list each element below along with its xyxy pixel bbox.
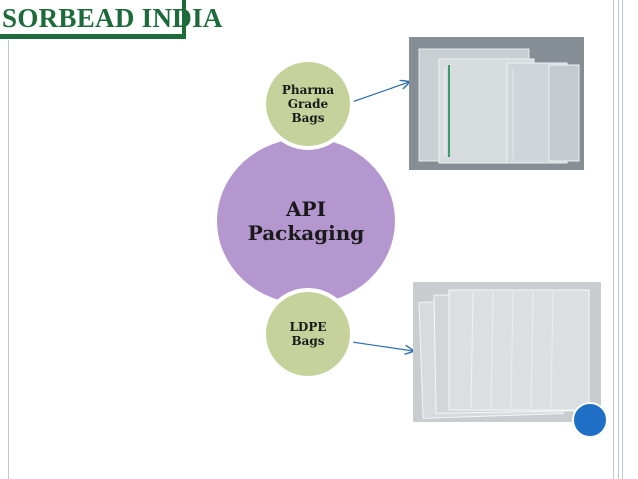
arrow-to-top-photo: [351, 82, 409, 103]
ldpe-bags-photo: [413, 282, 601, 422]
ldpe-bags-illustration: [413, 282, 601, 422]
right-margin-rule: [622, 0, 623, 479]
center-node-api-packaging: API Packaging: [217, 138, 395, 304]
top-label-line2: Grade: [287, 97, 329, 111]
bottom-label-line2: Bags: [291, 334, 325, 348]
top-label-line3: Bags: [291, 111, 325, 125]
logo-text: SORBEAD INDIA: [2, 3, 223, 33]
arrow-to-bottom-photo: [351, 341, 413, 351]
bottom-node-label: LDPE Bags: [289, 320, 326, 348]
logo-side-bar: [182, 0, 186, 39]
bottom-label-line1: LDPE: [289, 320, 327, 334]
pharma-bags-illustration: [409, 37, 584, 170]
node-ldpe-bags: LDPE Bags: [262, 288, 354, 380]
slide-number-badge: [572, 402, 608, 438]
logo-underline: [0, 34, 186, 39]
center-label-line2: Packaging: [247, 221, 365, 245]
company-logo: SORBEAD INDIA: [0, 0, 222, 40]
left-margin-rule: [8, 40, 9, 479]
center-label-line1: API: [286, 197, 326, 221]
right-margin-rule: [618, 0, 619, 479]
right-margin-rule: [613, 0, 614, 479]
pharma-bags-photo: [409, 37, 584, 170]
center-node-label: API Packaging: [248, 197, 365, 245]
top-node-label: Pharma Grade Bags: [282, 83, 334, 125]
node-pharma-grade-bags: Pharma Grade Bags: [262, 58, 354, 150]
top-label-line1: Pharma: [281, 83, 335, 97]
